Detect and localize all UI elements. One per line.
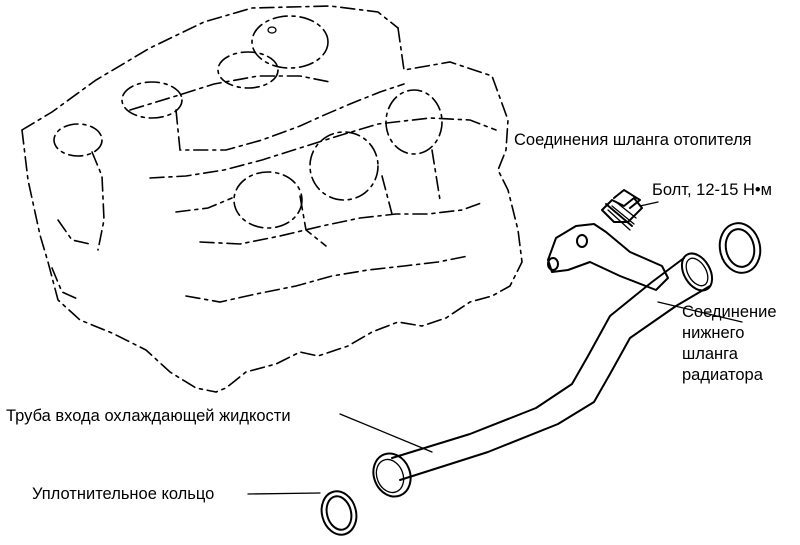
label-bolt-torque: Болт, 12-15 Н•м (652, 181, 772, 199)
o-ring-drawing (320, 222, 762, 536)
leader-lines (247, 301, 743, 495)
label-lower-radiator-hose: Соединение нижнего шланга радиатора (682, 302, 777, 386)
engine-block-drawing (21, 5, 523, 393)
label-o-ring: Уплотнительное кольцо (32, 485, 215, 503)
label-line: нижнего (682, 324, 745, 342)
coolant-pipe-drawing (372, 223, 714, 498)
label-heater-hose-connections: Соединения шланга отопителя (514, 131, 752, 149)
label-line: шланга (682, 345, 738, 363)
bolt-drawing (601, 189, 659, 231)
label-line: радиатора (682, 366, 763, 384)
label-coolant-inlet-pipe: Труба входа охлаждающей жидкости (6, 407, 291, 425)
label-line: Соединение (682, 303, 777, 321)
